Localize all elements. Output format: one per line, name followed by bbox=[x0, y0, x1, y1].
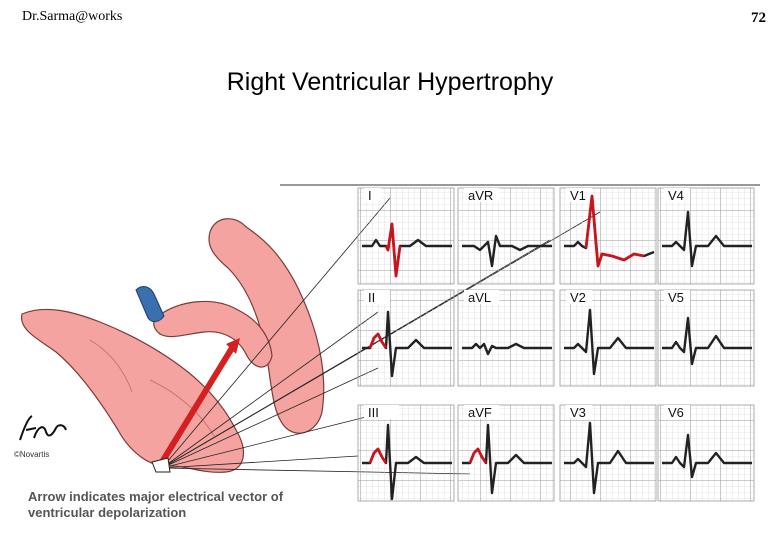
ecg-grid bbox=[657, 404, 755, 502]
ecg-lead-label: V2 bbox=[570, 290, 586, 305]
ecg-trace bbox=[462, 234, 552, 268]
projection-line-iii bbox=[161, 413, 379, 469]
wall-line bbox=[89, 339, 133, 393]
ecg-lead-label-bg bbox=[364, 188, 381, 202]
ecg-lead-label-bg bbox=[464, 290, 499, 304]
ecg-trace bbox=[662, 316, 752, 366]
ecg-grid bbox=[457, 187, 555, 285]
ecg-lead-panel-v6: V6 bbox=[657, 404, 755, 502]
artist-signature-icon bbox=[19, 415, 67, 441]
ecg-lead-label: V1 bbox=[570, 188, 586, 203]
pulmonary-artery-shape bbox=[153, 300, 273, 368]
ecg-lead-panel-v2: V2 bbox=[559, 289, 657, 387]
ecg-grid bbox=[457, 289, 555, 387]
ecg-lead-label-bg bbox=[566, 290, 592, 304]
ecg-lead-label: aVL bbox=[468, 290, 491, 305]
ventricle-shape bbox=[21, 308, 244, 473]
ecg-trace bbox=[662, 433, 752, 479]
ecg-grid bbox=[657, 289, 755, 387]
ecg-lead-panel-ii: II bbox=[357, 289, 455, 387]
ecg-grid bbox=[657, 187, 755, 285]
ecg-lead-label: II bbox=[368, 290, 375, 305]
projection-line-i bbox=[161, 197, 391, 469]
heart-illustration bbox=[21, 218, 325, 473]
ecg-lead-panel-i: I bbox=[357, 187, 455, 285]
vena-cava-shape bbox=[135, 286, 165, 323]
ecg-lead-label-bg bbox=[664, 188, 690, 202]
ecg-lead-label: III bbox=[368, 405, 379, 420]
ecg-lead-panel-v1: V1 bbox=[559, 187, 657, 285]
copyright-label: ©Novartis bbox=[14, 450, 50, 459]
ecg-lead-panel-v5: V5 bbox=[657, 289, 755, 387]
ecg-trace bbox=[564, 421, 654, 495]
ecg-trace-highlight bbox=[584, 194, 645, 268]
ecg-grid bbox=[357, 187, 455, 285]
ecg-lead-label: V6 bbox=[668, 405, 684, 420]
ecg-lead-panel-avr: aVR bbox=[457, 187, 555, 285]
ecg-trace-highlight bbox=[368, 447, 388, 464]
ecg-lead-label-bg bbox=[364, 290, 390, 304]
ecg-trace bbox=[564, 308, 654, 376]
ecg-lead-label: aVR bbox=[468, 188, 493, 203]
ecg-lead-label: I bbox=[368, 188, 372, 203]
figure-caption: Arrow indicates major electrical vector … bbox=[28, 489, 338, 521]
ecg-grid bbox=[559, 187, 657, 285]
ecg-lead-panel-avl: aVL bbox=[457, 289, 555, 387]
ecg-lead-label: V4 bbox=[668, 188, 684, 203]
ecg-trace bbox=[662, 210, 752, 268]
ecg-lead-label-bg bbox=[566, 405, 592, 419]
projection-line-iii-b bbox=[161, 455, 359, 469]
page-number: 72 bbox=[751, 10, 766, 26]
ecg-lead-label-bg bbox=[664, 290, 690, 304]
ecg-trace bbox=[462, 342, 552, 356]
page-title: Right Ventricular Hypertrophy bbox=[226, 68, 554, 96]
caption-line-1: Arrow indicates major electrical vector … bbox=[28, 489, 284, 504]
ecg-lead-label-bg bbox=[364, 405, 399, 419]
author-label: Dr.Sarma@works bbox=[22, 9, 123, 24]
projection-line-ii-b bbox=[161, 367, 379, 469]
ecg-lead-label: aVF bbox=[468, 405, 492, 420]
ecg-trace-highlight bbox=[384, 222, 402, 278]
ecg-lead-label-bg bbox=[464, 405, 499, 419]
ecg-trace-highlight bbox=[368, 332, 388, 349]
ecg-lead-label-bg bbox=[464, 188, 499, 202]
ecg-grid bbox=[559, 404, 657, 502]
ecg-lead-panel-v3: V3 bbox=[559, 404, 657, 502]
ecg-lead-panel-iii: III bbox=[357, 404, 455, 502]
aorta-shape bbox=[208, 218, 325, 434]
ecg-grid bbox=[559, 289, 657, 387]
ecg-lead-label-bg bbox=[664, 405, 690, 419]
ecg-lead-label: V3 bbox=[570, 405, 586, 420]
projection-line-ii bbox=[161, 311, 379, 469]
ecg-trace-highlight bbox=[468, 447, 488, 464]
ecg-lead-panel-avf: aVF bbox=[457, 404, 555, 502]
electrical-vector-arrow bbox=[151, 338, 240, 473]
ecg-lead-label: V5 bbox=[668, 290, 684, 305]
ecg-lead-label-bg bbox=[566, 188, 592, 202]
septum-line bbox=[149, 379, 215, 437]
ecg-lead-panel-v4: V4 bbox=[657, 187, 755, 285]
caption-line-2: ventricular depolarization bbox=[28, 505, 187, 520]
